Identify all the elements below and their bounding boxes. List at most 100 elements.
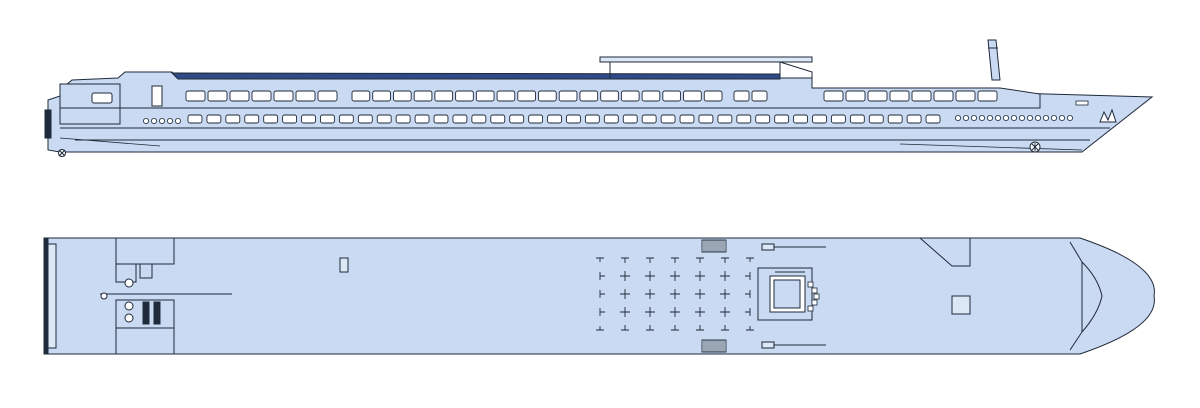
lower-window (509, 114, 525, 124)
porthole (142, 118, 149, 125)
deck-grid-mark (696, 325, 704, 331)
lower-window (812, 114, 827, 124)
deck-grid-mark (621, 257, 629, 263)
porthole (979, 115, 986, 122)
seat (811, 287, 818, 294)
staircase-icon (701, 239, 727, 253)
porthole (150, 118, 157, 125)
upper-window (703, 90, 723, 102)
upper-window (372, 90, 391, 102)
seat (813, 293, 820, 300)
deck-grid-mark (671, 257, 679, 263)
lower-window (641, 114, 657, 124)
upper-window (251, 90, 272, 102)
upper-window (317, 90, 338, 102)
porthole (1043, 115, 1050, 122)
deck-grid-mark (670, 307, 680, 317)
lower-window (376, 114, 392, 124)
deck-grid-mark (599, 272, 605, 280)
upper-window (955, 90, 976, 102)
upper-window (517, 90, 536, 102)
lower-window (774, 114, 790, 124)
lower-window (528, 114, 544, 124)
deck-grid-mark (645, 307, 655, 317)
upper-window (351, 90, 371, 102)
upper-window (933, 90, 954, 102)
staircase-icon (701, 339, 727, 353)
lower-window (490, 114, 506, 124)
lower-window (282, 114, 298, 124)
upper-window (823, 90, 844, 102)
deck-grid-mark (695, 307, 705, 317)
lower-window (698, 114, 714, 124)
deck-grid-mark (645, 271, 655, 281)
lower-window (357, 114, 373, 124)
lower-window (301, 114, 316, 124)
anchor-icon (1029, 141, 1041, 153)
porthole (166, 118, 173, 125)
deck-grid-mark (596, 326, 604, 331)
deck-grid-mark (720, 307, 730, 317)
lower-window (187, 114, 203, 124)
propeller-icon (58, 149, 66, 157)
porthole (1011, 115, 1018, 122)
lower-window (925, 114, 941, 124)
wheelhouse-door (151, 85, 163, 107)
upper-window-row (185, 90, 998, 102)
lower-window (906, 114, 922, 124)
lower-window (547, 114, 562, 124)
deck-grid-mark (721, 257, 729, 263)
lower-window (414, 114, 430, 124)
upper-window (845, 90, 866, 102)
lower-window (603, 114, 619, 124)
porthole (1003, 115, 1010, 122)
lower-window (263, 114, 279, 124)
seat (811, 299, 818, 306)
porthole (995, 115, 1002, 122)
wheelhouse-plan (757, 267, 820, 321)
deck-grid-mark (671, 325, 679, 331)
lower-window (622, 114, 638, 124)
porthole (971, 115, 978, 122)
rails (761, 243, 826, 349)
lower-window (793, 114, 808, 124)
side-view (44, 39, 1154, 157)
lower-window (849, 114, 865, 124)
upper-window (600, 90, 619, 102)
upper-window (413, 90, 433, 102)
lower-window (887, 114, 903, 124)
porthole (1035, 115, 1042, 122)
upper-window (475, 90, 495, 102)
bollards (142, 301, 161, 325)
deck-grid-mark (745, 308, 751, 316)
deck-grid-mark (720, 271, 730, 281)
lower-window (395, 114, 411, 124)
upper-window (455, 90, 474, 102)
deck-grid-mark (720, 289, 730, 299)
lower-window (831, 114, 846, 124)
lower-window (320, 114, 335, 124)
upper-window (683, 90, 702, 102)
lower-window (660, 114, 676, 124)
porthole (158, 118, 165, 125)
deck-grid-mark (599, 290, 605, 298)
lower-window (755, 114, 771, 124)
stern-block (59, 83, 121, 125)
sun-deck-roof (170, 72, 781, 80)
stern-edge (44, 109, 52, 139)
upper-window (662, 90, 682, 102)
deck-grid-mark (645, 289, 655, 299)
upper-window (889, 90, 910, 102)
top-view (43, 237, 1155, 355)
lower-window (868, 114, 884, 124)
lower-window (244, 114, 260, 124)
lower-window (471, 114, 487, 124)
lower-window (717, 114, 733, 124)
lower-window (338, 114, 354, 124)
deck-grid-mark (599, 308, 605, 316)
upper-window (496, 90, 516, 102)
lower-window-row (187, 114, 941, 124)
deck-grid-mark (596, 257, 604, 262)
